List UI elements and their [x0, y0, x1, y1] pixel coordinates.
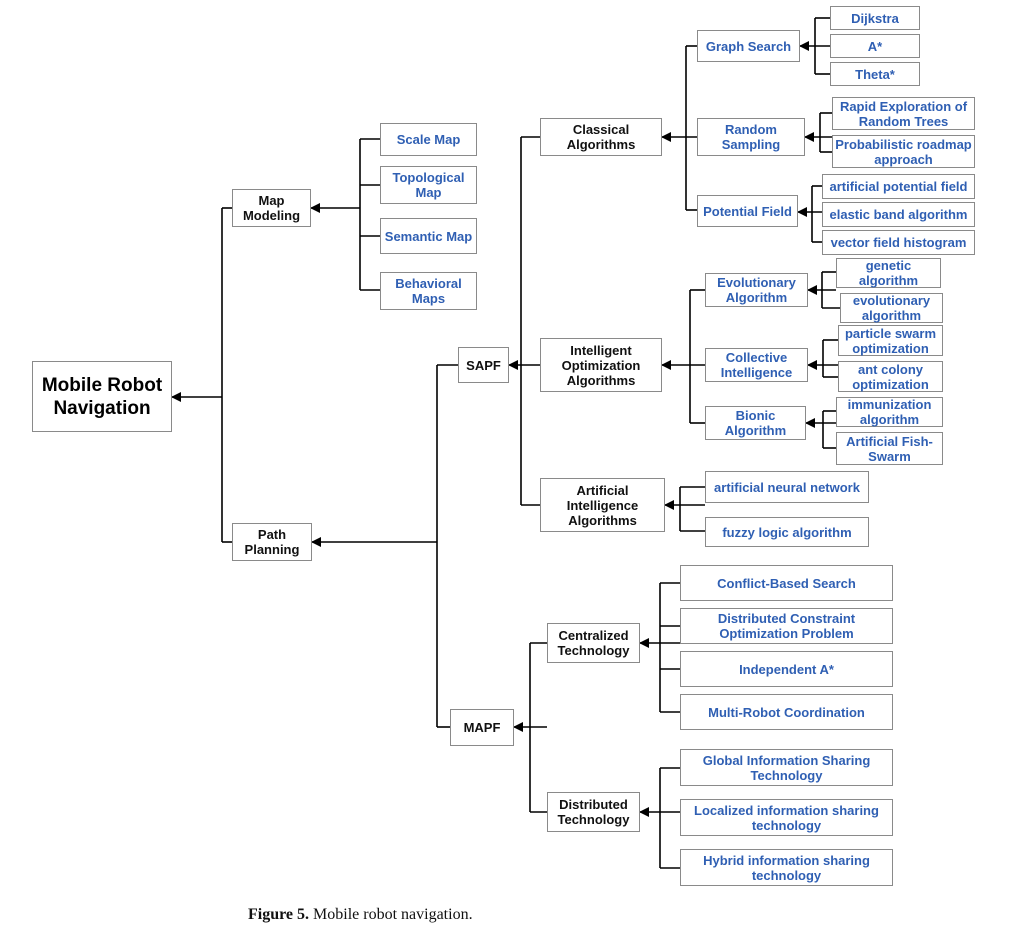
- localized-info-sharing-node: Localized information sharing technology: [680, 799, 893, 836]
- rrt-node: Rapid Exploration of Random Trees: [832, 97, 975, 130]
- intelligent-optimization-node: Intelligent Optimization Algorithms: [540, 338, 662, 392]
- topological-map-node: Topological Map: [380, 166, 477, 204]
- root-node: Mobile Robot Navigation: [32, 361, 172, 432]
- particle-swarm-node: particle swarm optimization: [838, 325, 943, 356]
- vector-field-histogram-node: vector field histogram: [822, 230, 975, 255]
- classical-algorithms-node: Classical Algorithms: [540, 118, 662, 156]
- immunization-algorithm-node: immunization algorithm: [836, 397, 943, 427]
- random-sampling-node: Random Sampling: [697, 118, 805, 156]
- conflict-based-search-node: Conflict-Based Search: [680, 565, 893, 601]
- figure-caption: Figure 5. Mobile robot navigation.: [248, 906, 473, 924]
- path-planning-node: Path Planning: [232, 523, 312, 561]
- scale-map-node: Scale Map: [380, 123, 477, 156]
- a-star-node: A*: [830, 34, 920, 58]
- ant-colony-node: ant colony optimization: [838, 361, 943, 392]
- genetic-algorithm-node: genetic algorithm: [836, 258, 941, 288]
- mapf-node: MAPF: [450, 709, 514, 746]
- behavioral-maps-node: Behavioral Maps: [380, 272, 477, 310]
- dcop-node: Distributed Constraint Optimization Prob…: [680, 608, 893, 644]
- semantic-map-node: Semantic Map: [380, 218, 477, 254]
- potential-field-node: Potential Field: [697, 195, 798, 227]
- evolutionary-algorithm-node: Evolutionary Algorithm: [705, 273, 808, 307]
- graph-search-node: Graph Search: [697, 30, 800, 62]
- multi-robot-coordination-node: Multi-Robot Coordination: [680, 694, 893, 730]
- global-info-sharing-node: Global Information Sharing Technology: [680, 749, 893, 786]
- collective-intelligence-node: Collective Intelligence: [705, 348, 808, 382]
- distributed-technology-node: Distributed Technology: [547, 792, 640, 832]
- map-modeling-node: Map Modeling: [232, 189, 311, 227]
- theta-star-node: Theta*: [830, 62, 920, 86]
- elastic-band-node: elastic band algorithm: [822, 202, 975, 227]
- figure-caption-label: Figure 5.: [248, 906, 310, 923]
- sapf-node: SAPF: [458, 347, 509, 383]
- independent-a-star-node: Independent A*: [680, 651, 893, 687]
- evolutionary-algorithm-leaf-node: evolutionary algorithm: [840, 293, 943, 323]
- prm-node: Probabilistic roadmap approach: [832, 135, 975, 168]
- dijkstra-node: Dijkstra: [830, 6, 920, 30]
- neural-network-node: artificial neural network: [705, 471, 869, 503]
- figure-caption-text: Mobile robot navigation.: [313, 906, 473, 923]
- artificial-fish-swarm-node: Artificial Fish- Swarm: [836, 432, 943, 465]
- bionic-algorithm-node: Bionic Algorithm: [705, 406, 806, 440]
- fuzzy-logic-node: fuzzy logic algorithm: [705, 517, 869, 547]
- centralized-technology-node: Centralized Technology: [547, 623, 640, 663]
- artificial-potential-field-node: artificial potential field: [822, 174, 975, 199]
- hybrid-info-sharing-node: Hybrid information sharing technology: [680, 849, 893, 886]
- ai-algorithms-node: Artificial Intelligence Algorithms: [540, 478, 665, 532]
